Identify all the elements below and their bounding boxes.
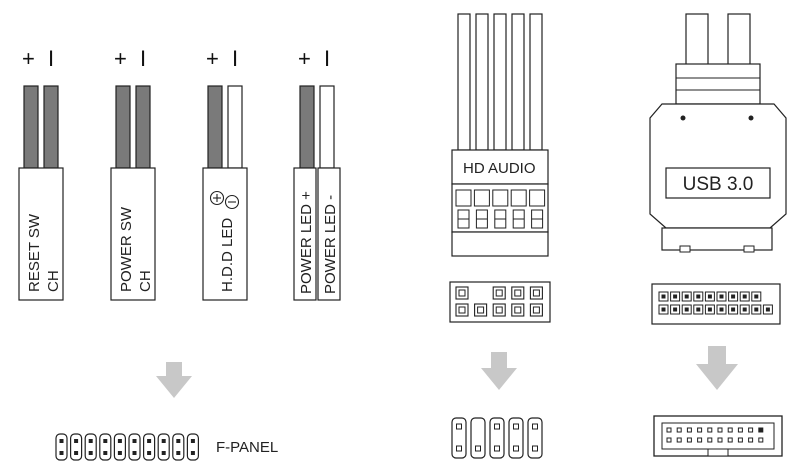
wire [457, 13, 471, 151]
hd-audio-header-icon [451, 417, 543, 459]
wire [115, 85, 131, 169]
f-panel-label: F-PANEL [216, 439, 278, 456]
audio-wires [457, 13, 543, 151]
cable-clamp [675, 63, 761, 105]
hd-audio-connector: HD AUDIO [449, 13, 551, 323]
hd-audio-label: HD AUDIO [463, 160, 536, 177]
usb3-label: USB 3.0 [683, 174, 754, 195]
pin-cell [113, 433, 127, 461]
pin-cell [143, 433, 156, 461]
hdd-led-connector: H.D.D LED [202, 85, 248, 301]
wire [227, 85, 243, 169]
minus-circle-icon [224, 194, 240, 210]
wire [529, 13, 543, 151]
connector-label: CH [45, 270, 62, 292]
pin-cell [128, 433, 141, 461]
minus-marker: I [232, 46, 238, 71]
connector-body [202, 167, 248, 301]
power-led-connector: POWER LED + POWER LED - [293, 85, 341, 301]
minus-marker: I [48, 46, 54, 71]
pin-cell [69, 433, 83, 461]
plus-marker: + [298, 46, 311, 71]
wire [493, 13, 507, 151]
label-box [665, 167, 771, 199]
connector-body-plus [293, 167, 317, 301]
pin-cell [99, 433, 112, 461]
plus-marker: + [114, 46, 127, 71]
wire [511, 13, 525, 151]
minus-marker: I [324, 46, 330, 71]
wire [475, 13, 489, 151]
power-switch-connector: POWER SW CH [110, 85, 156, 301]
housing-cells [455, 189, 546, 229]
down-arrow-icon [696, 346, 738, 390]
connector-label: POWER LED - [322, 195, 339, 294]
connector-label: RESET SW [26, 213, 43, 292]
wire [299, 85, 315, 169]
connector-body [110, 167, 156, 301]
wire [319, 85, 335, 169]
connector-label: CH [137, 270, 154, 292]
pin-cell [55, 433, 68, 461]
pin-header-icon [55, 433, 199, 461]
connector-label: H.D.D LED [219, 218, 236, 292]
polarity-markers: + I + I + I + I [22, 46, 330, 71]
connector-body [18, 167, 64, 301]
usb3-connector: USB 3.0 [649, 13, 787, 325]
wire [43, 85, 59, 169]
reset-switch-connector: RESET SW CH [18, 85, 64, 301]
f-panel-header: F-PANEL [55, 433, 278, 461]
plus-marker: + [206, 46, 219, 71]
wire [135, 85, 151, 169]
minus-marker: I [140, 46, 146, 71]
pin-cell [172, 433, 185, 461]
pin-cell [84, 433, 97, 461]
connector-label: POWER SW [118, 206, 135, 292]
plus-circle-icon [209, 190, 225, 206]
pin-layout [651, 283, 781, 325]
connector-label: POWER LED + [298, 191, 315, 294]
down-arrow-icon [481, 352, 517, 390]
connector-tip [661, 227, 773, 251]
wire [23, 85, 39, 169]
connector-base [451, 231, 549, 257]
pin-cell [186, 433, 199, 461]
usb3-header-icon [653, 415, 783, 457]
down-arrow-icon [156, 362, 192, 398]
connector-body-minus [317, 167, 341, 301]
pin-layout-icon [658, 291, 773, 315]
connector-body [649, 103, 787, 229]
wire [207, 85, 223, 169]
plus-marker: + [22, 46, 35, 71]
pin-cell [157, 433, 170, 461]
pin-layout-icon [455, 286, 543, 317]
